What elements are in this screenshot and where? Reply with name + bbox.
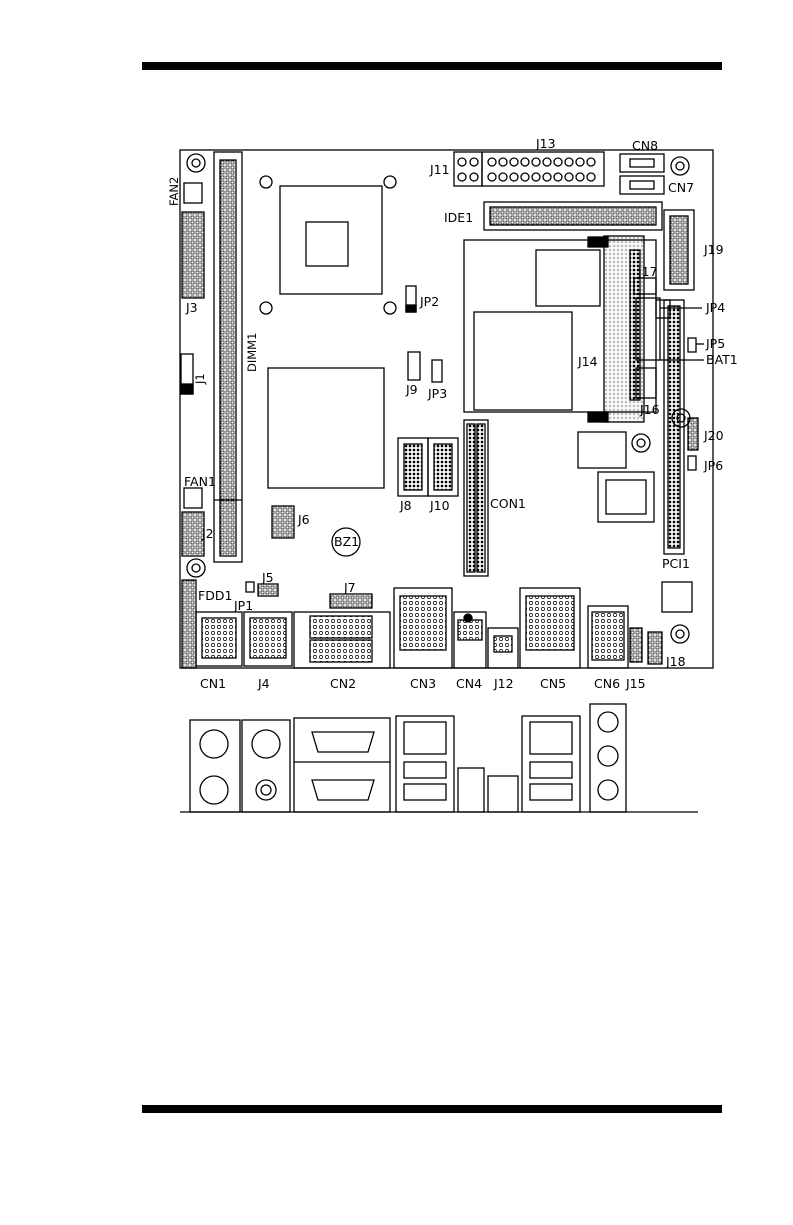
rear-optical xyxy=(488,776,518,812)
j18-header xyxy=(648,632,662,664)
label-jp4: JP4 xyxy=(705,300,725,315)
label-j13: J13 xyxy=(535,136,556,151)
label-j15: J15 xyxy=(625,676,646,691)
chipset xyxy=(268,368,384,488)
mount-hole xyxy=(187,559,205,577)
label-cn1: CN1 xyxy=(200,676,226,691)
fdd1-connector xyxy=(182,580,196,668)
label-fdd1: FDD1 xyxy=(198,588,232,603)
label-jp3: JP3 xyxy=(427,386,447,401)
label-j17: J17 xyxy=(637,264,658,279)
mount-hole xyxy=(671,625,689,643)
cpu-socket xyxy=(280,186,382,294)
label-ide1: IDE1 xyxy=(444,210,473,225)
label-cn3: CN3 xyxy=(410,676,436,691)
label-j20: J20 xyxy=(703,428,724,443)
label-cn6: CN6 xyxy=(594,676,620,691)
label-j4: J4 xyxy=(257,676,270,691)
label-bz1: BZ1 xyxy=(334,534,359,549)
label-j12: J12 xyxy=(493,676,514,691)
label-j5: J5 xyxy=(261,570,274,585)
label-j2: J2 xyxy=(201,526,214,541)
label-jp1: JP1 xyxy=(233,598,253,613)
j15-header xyxy=(630,628,642,662)
label-cn7: CN7 xyxy=(668,180,694,195)
label-pci1: PCI1 xyxy=(662,556,690,571)
rear-audio-block xyxy=(242,720,290,812)
label-j16: J16 xyxy=(639,402,660,417)
cn8-connector xyxy=(620,154,664,172)
jp3-jumper xyxy=(432,360,442,382)
label-j18: J18 xyxy=(665,654,686,669)
j3-header xyxy=(182,212,204,298)
j11-connector xyxy=(454,152,482,186)
cn7-connector xyxy=(620,176,664,194)
label-fan2: FAN2 xyxy=(167,177,181,206)
label-con1: CON1 xyxy=(490,496,526,511)
ic-chip xyxy=(662,582,692,612)
label-fan1: FAN1 xyxy=(184,474,216,489)
label-cn5: CN5 xyxy=(540,676,566,691)
label-j7: J7 xyxy=(343,580,356,595)
rear-lan-usb-block-1 xyxy=(396,716,454,812)
label-cn2: CN2 xyxy=(330,676,356,691)
label-j10: J10 xyxy=(429,498,450,513)
j6-header xyxy=(272,506,294,538)
label-j9: J9 xyxy=(405,382,418,397)
j13-connector xyxy=(482,152,604,186)
label-cn8: CN8 xyxy=(632,138,658,153)
mount-hole xyxy=(632,434,650,452)
label-j3: J3 xyxy=(185,300,198,315)
label-j6: J6 xyxy=(297,512,310,527)
jp6-jumper xyxy=(688,456,696,470)
label-j11: J11 xyxy=(429,162,450,177)
jp1-jumper xyxy=(246,582,254,592)
label-j1: J1 xyxy=(193,373,207,385)
rear-audio-jacks xyxy=(590,704,626,812)
rear-ps2-block xyxy=(190,720,240,812)
fan1-header xyxy=(184,488,202,508)
j20-header xyxy=(688,418,698,450)
mount-hole xyxy=(671,157,689,175)
j5-header xyxy=(258,584,278,596)
j9-jumper xyxy=(408,352,420,380)
j7-header xyxy=(330,594,372,608)
j2-header xyxy=(182,512,204,556)
rear-lan-usb-block-2 xyxy=(522,716,580,812)
label-bat1: BAT1 xyxy=(706,352,738,367)
jp5-jumper xyxy=(688,338,696,352)
label-dimm1: DIMM1 xyxy=(245,333,259,372)
mount-hole xyxy=(187,154,205,172)
label-jp2: JP2 xyxy=(419,294,439,309)
label-cn4: CN4 xyxy=(456,676,482,691)
label-j19: J19 xyxy=(703,242,724,257)
rear-firewire xyxy=(458,768,484,812)
fan2-header xyxy=(184,183,202,203)
label-jp5: JP5 xyxy=(705,336,725,351)
label-j14: J14 xyxy=(577,354,598,369)
label-j8: J8 xyxy=(399,498,412,513)
ic-chip xyxy=(578,432,626,468)
label-jp6: JP6 xyxy=(703,458,723,473)
